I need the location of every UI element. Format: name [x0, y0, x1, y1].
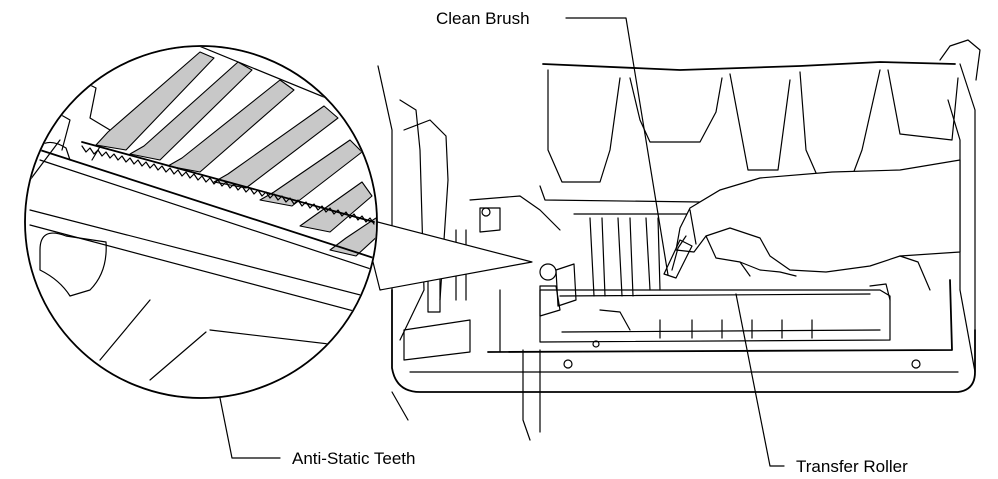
printer-body	[377, 63, 976, 441]
magnified-view	[24, 45, 533, 399]
anti-static-teeth-edge	[81, 145, 375, 225]
hand-illustration	[663, 159, 961, 291]
transfer-roller-leader	[735, 293, 785, 467]
zoom-pointer	[361, 217, 533, 291]
transfer-roller-tray	[487, 263, 953, 369]
clean-brush-leader	[565, 17, 669, 276]
clean-brush-label: Clean Brush	[436, 9, 530, 28]
transfer-roller-label: Transfer Roller	[796, 457, 908, 476]
anti-static-teeth-label: Anti-Static Teeth	[292, 449, 416, 468]
